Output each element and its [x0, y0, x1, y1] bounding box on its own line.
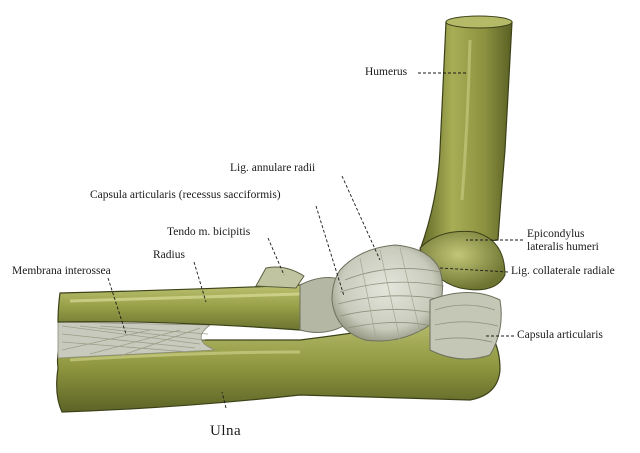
- membrana-interossea: [57, 321, 216, 359]
- annular-ligament: [331, 244, 446, 342]
- label-humerus: Humerus: [365, 66, 408, 78]
- humerus-bone: [419, 15, 513, 251]
- leader-tendo: [267, 237, 285, 276]
- biceps-tendon: [255, 266, 305, 289]
- label-capsula-articularis: Capsula articularis: [517, 329, 603, 341]
- label-capsula-recessus: Capsula articularis (recessus sacciformi…: [90, 189, 281, 201]
- label-epicondylus-line1: Epicondylus: [527, 228, 585, 240]
- label-membrana-interossea: Membrana interossea: [12, 265, 111, 277]
- label-tendo-bicipitis: Tendo m. bicipitis: [167, 226, 251, 238]
- joint-capsule: [429, 292, 502, 360]
- label-lig-collaterale-radiale: Lig. collaterale radiale: [511, 265, 615, 277]
- leader-capsula-recessus: [315, 205, 345, 297]
- leader-ulna: [221, 391, 227, 409]
- leader-lig-annulare: [341, 175, 381, 261]
- label-ulna: Ulna: [210, 423, 242, 439]
- label-epicondylus-line2: lateralis humeri: [527, 241, 599, 253]
- leader-radius: [193, 261, 207, 303]
- leader-lig-collaterale: [439, 267, 509, 273]
- label-lig-annulare-radii: Lig. annulare radii: [230, 162, 316, 174]
- label-radius: Radius: [153, 249, 185, 261]
